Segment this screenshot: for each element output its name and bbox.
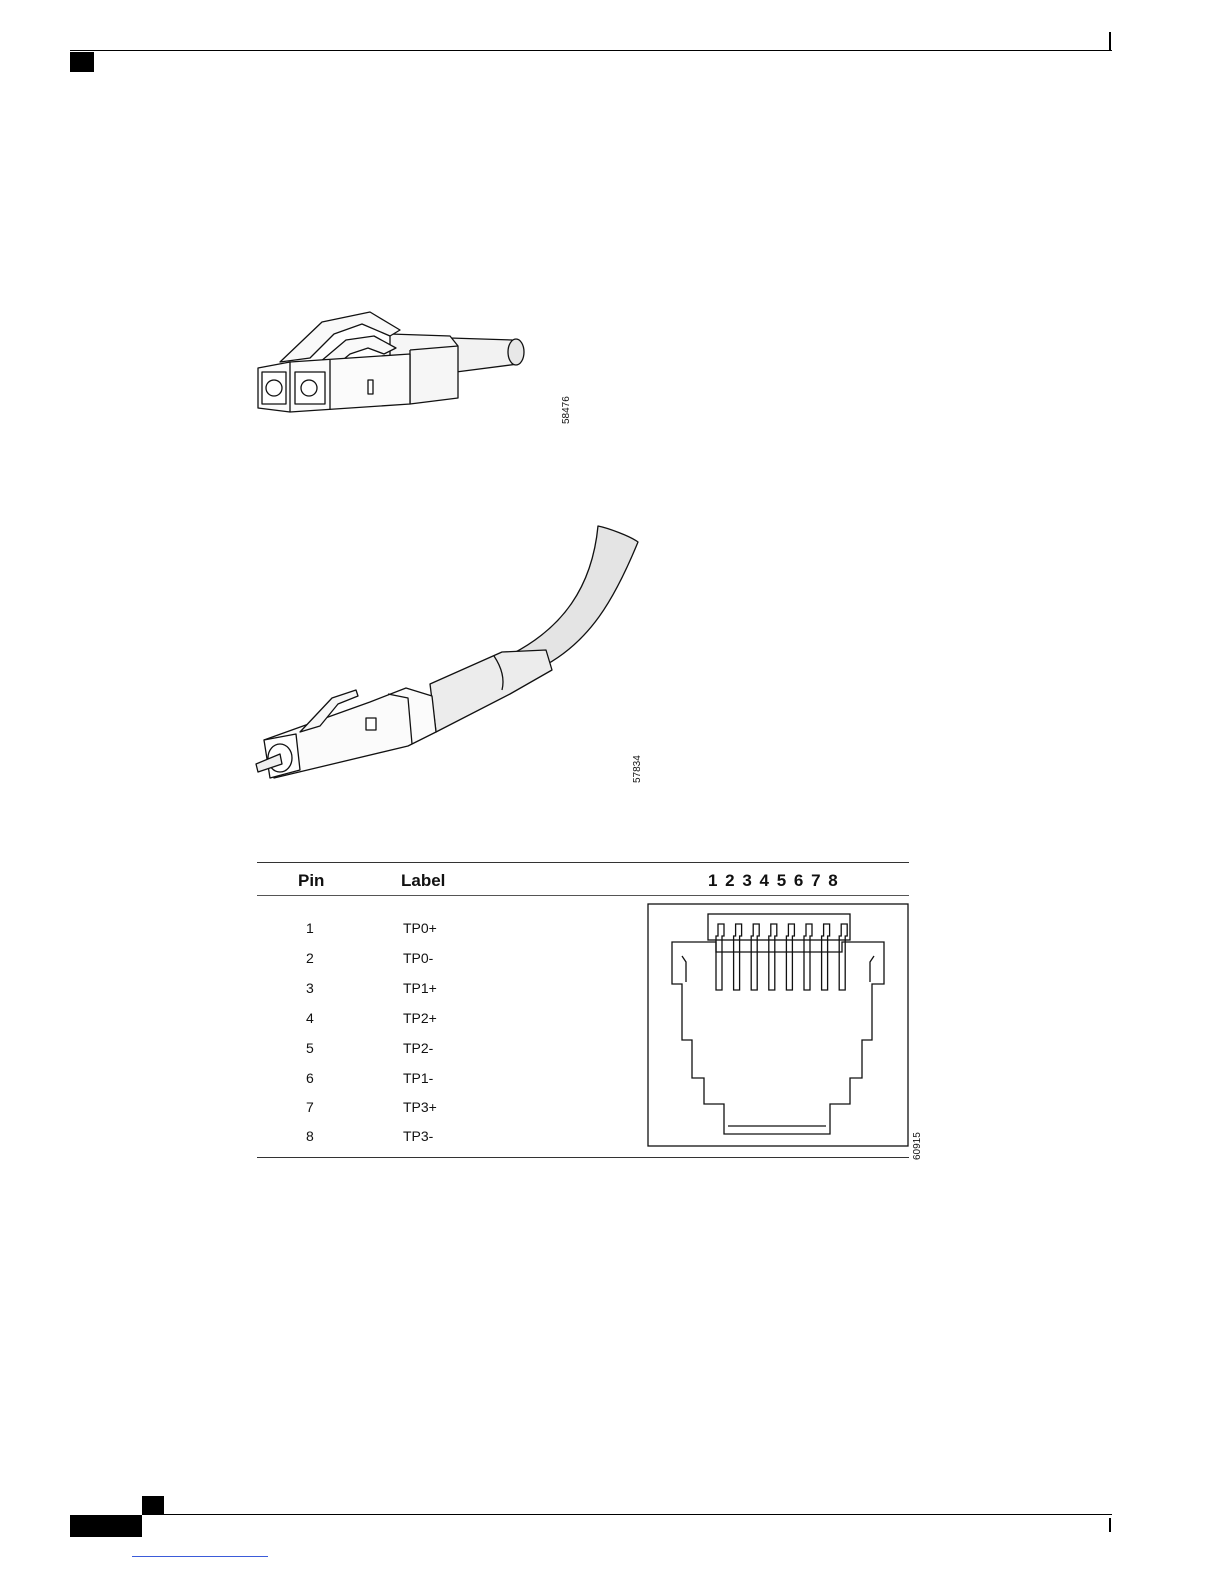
- figure-id: 60915: [912, 1132, 923, 1160]
- column-header-pin: Pin: [298, 871, 324, 891]
- pin-number: 6: [306, 1070, 314, 1090]
- header-rule: [70, 50, 1112, 51]
- simplex-lc-connector-illustration: [240, 518, 650, 788]
- rj45-contact-pin: [839, 924, 847, 990]
- rj45-jack-illustration: [646, 902, 910, 1148]
- rj45-contact-pin: [716, 924, 724, 990]
- rj45-contact-pin: [751, 924, 759, 990]
- table-rule-bottom: [257, 1157, 909, 1158]
- pin-label: TP0-: [403, 950, 433, 970]
- header-tick: [1109, 32, 1111, 51]
- pin-number: 4: [306, 1010, 314, 1030]
- pin-number: 8: [306, 1128, 314, 1148]
- pin-label: TP1+: [403, 980, 437, 1000]
- footer-link-underline[interactable]: [132, 1556, 268, 1557]
- pin-number-header: 1 2 3 4 5 6 7 8: [708, 871, 839, 891]
- rj45-contact-pin: [804, 924, 812, 990]
- figure-id: 58476: [561, 396, 572, 424]
- pin-label: TP3-: [403, 1128, 433, 1148]
- footer-marker: [142, 1496, 164, 1514]
- column-header-label: Label: [401, 871, 445, 891]
- pin-label: TP1-: [403, 1070, 433, 1090]
- pin-label: TP2+: [403, 1010, 437, 1030]
- duplex-lc-connector-illustration: [250, 300, 540, 420]
- table-rule-header: [257, 895, 909, 896]
- header-marker: [70, 52, 94, 72]
- rj45-contact-pin: [769, 924, 777, 990]
- footer-page-tab: [70, 1515, 142, 1537]
- rj45-contact-pin: [822, 924, 830, 990]
- pin-number: 1: [306, 920, 314, 940]
- footer-tick: [1109, 1518, 1111, 1532]
- pin-label: TP0+: [403, 920, 437, 940]
- figure-id: 57834: [632, 755, 643, 783]
- pin-label: TP3+: [403, 1099, 437, 1119]
- table-rule-top: [257, 862, 909, 863]
- pin-number: 2: [306, 950, 314, 970]
- footer-rule: [142, 1514, 1112, 1515]
- rj45-contact-pin: [734, 924, 742, 990]
- rj45-contact-pin: [786, 924, 794, 990]
- pin-number: 3: [306, 980, 314, 1000]
- pin-number: 7: [306, 1099, 314, 1119]
- pin-number: 5: [306, 1040, 314, 1060]
- pin-label: TP2-: [403, 1040, 433, 1060]
